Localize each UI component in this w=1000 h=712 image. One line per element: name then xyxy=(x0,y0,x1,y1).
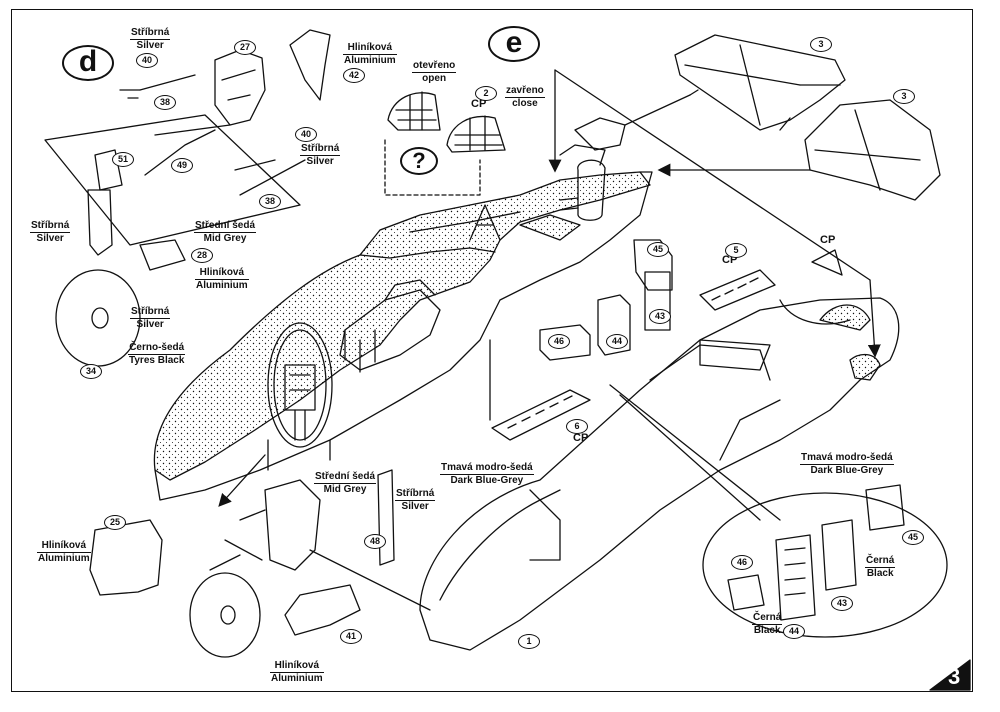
page-number: 3 xyxy=(948,664,961,689)
arrow-nose-gear xyxy=(218,454,266,507)
part-number-51: 51 xyxy=(112,152,134,167)
part-number-25: 25 xyxy=(104,515,126,530)
part-number-38b: 38 xyxy=(259,194,281,209)
gear-door-42 xyxy=(289,29,331,101)
leader-oval-b xyxy=(619,394,761,521)
part-number-34: 34 xyxy=(80,364,102,379)
arrow-wing xyxy=(867,279,881,358)
part-number-42: 42 xyxy=(343,68,365,83)
part-number-48: 48 xyxy=(364,534,386,549)
leader-gear-line xyxy=(309,549,431,611)
main-gear-leg xyxy=(87,49,306,256)
cp-mark-right: CP xyxy=(820,234,836,246)
part-number-3a: 3 xyxy=(810,37,832,52)
page-frame xyxy=(11,9,973,692)
leader-wing xyxy=(779,117,791,131)
nose-gear xyxy=(189,479,321,658)
canopy-closed xyxy=(446,115,506,153)
page-corner xyxy=(929,659,971,691)
bracket-28 xyxy=(139,239,186,271)
part-number-46b: 46 xyxy=(731,555,753,570)
wing-left xyxy=(674,34,846,131)
part-number-40a: 40 xyxy=(136,53,158,68)
part-number-46a: 46 xyxy=(548,334,570,349)
cockpit-tub xyxy=(339,204,581,373)
part-number-1: 1 xyxy=(518,634,540,649)
part-number-43a: 43 xyxy=(649,309,671,324)
assembly-guide xyxy=(44,114,301,246)
triangle-part xyxy=(811,249,843,276)
canopy-guide-line xyxy=(384,139,481,196)
part-41 xyxy=(284,584,361,636)
part-number-40b: 40 xyxy=(295,127,317,142)
part-number-38a: 38 xyxy=(154,95,176,110)
cp-mark-6: CP xyxy=(573,432,589,444)
gun-mount xyxy=(559,89,699,221)
blocks-43-46 xyxy=(539,239,771,371)
panel-detail-oval xyxy=(702,484,948,638)
instrument-panel-6 xyxy=(491,389,591,441)
part-number-45b: 45 xyxy=(902,530,924,545)
question-marker: ? xyxy=(400,147,438,175)
part-number-28: 28 xyxy=(191,248,213,263)
part-number-3b: 3 xyxy=(893,89,915,104)
part-number-27: 27 xyxy=(234,40,256,55)
part-number-5: 5 xyxy=(725,243,747,258)
part-number-43b: 43 xyxy=(831,596,853,611)
instrument-panel-5 xyxy=(699,269,776,311)
canopy-open xyxy=(387,91,441,131)
cp-mark-2: CP xyxy=(471,98,487,110)
part-number-49: 49 xyxy=(171,158,193,173)
fuselage-right-half xyxy=(419,297,900,651)
part-25 xyxy=(89,519,163,596)
part-number-45a: 45 xyxy=(647,242,669,257)
arrow-wing-line xyxy=(554,69,871,281)
part-number-41: 41 xyxy=(340,629,362,644)
leader-oval-a xyxy=(609,384,781,521)
part-number-44b: 44 xyxy=(783,624,805,639)
step-d-marker: d xyxy=(62,45,114,81)
part-number-6: 6 xyxy=(566,419,588,434)
part-number-44a: 44 xyxy=(606,334,628,349)
wing-right xyxy=(804,99,941,201)
step-e-marker: e xyxy=(488,26,540,62)
bulkhead xyxy=(267,322,333,471)
part-number-2: 2 xyxy=(475,86,497,101)
part-48 xyxy=(377,469,395,566)
